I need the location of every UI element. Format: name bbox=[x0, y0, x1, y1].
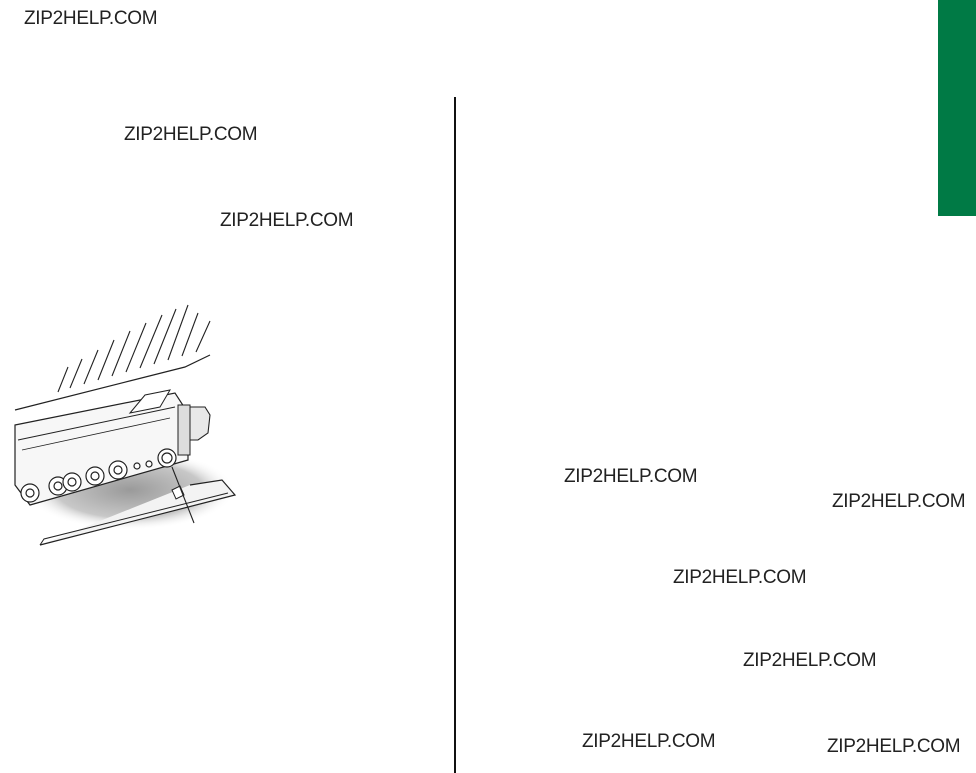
watermark-text: ZIP2HELP.COM bbox=[743, 650, 877, 671]
watermark-text: ZIP2HELP.COM bbox=[673, 567, 807, 588]
back-panel-illustration bbox=[14, 304, 237, 546]
section-tab bbox=[938, 0, 976, 216]
watermark-text: ZIP2HELP.COM bbox=[124, 124, 258, 145]
watermark-text: ZIP2HELP.COM bbox=[827, 736, 961, 757]
watermark-text: ZIP2HELP.COM bbox=[220, 210, 354, 231]
watermark-text: ZIP2HELP.COM bbox=[24, 8, 158, 29]
column-divider bbox=[454, 97, 456, 773]
watermark-text: ZIP2HELP.COM bbox=[832, 491, 966, 512]
watermark-text: ZIP2HELP.COM bbox=[582, 731, 716, 752]
watermark-text: ZIP2HELP.COM bbox=[564, 466, 698, 487]
